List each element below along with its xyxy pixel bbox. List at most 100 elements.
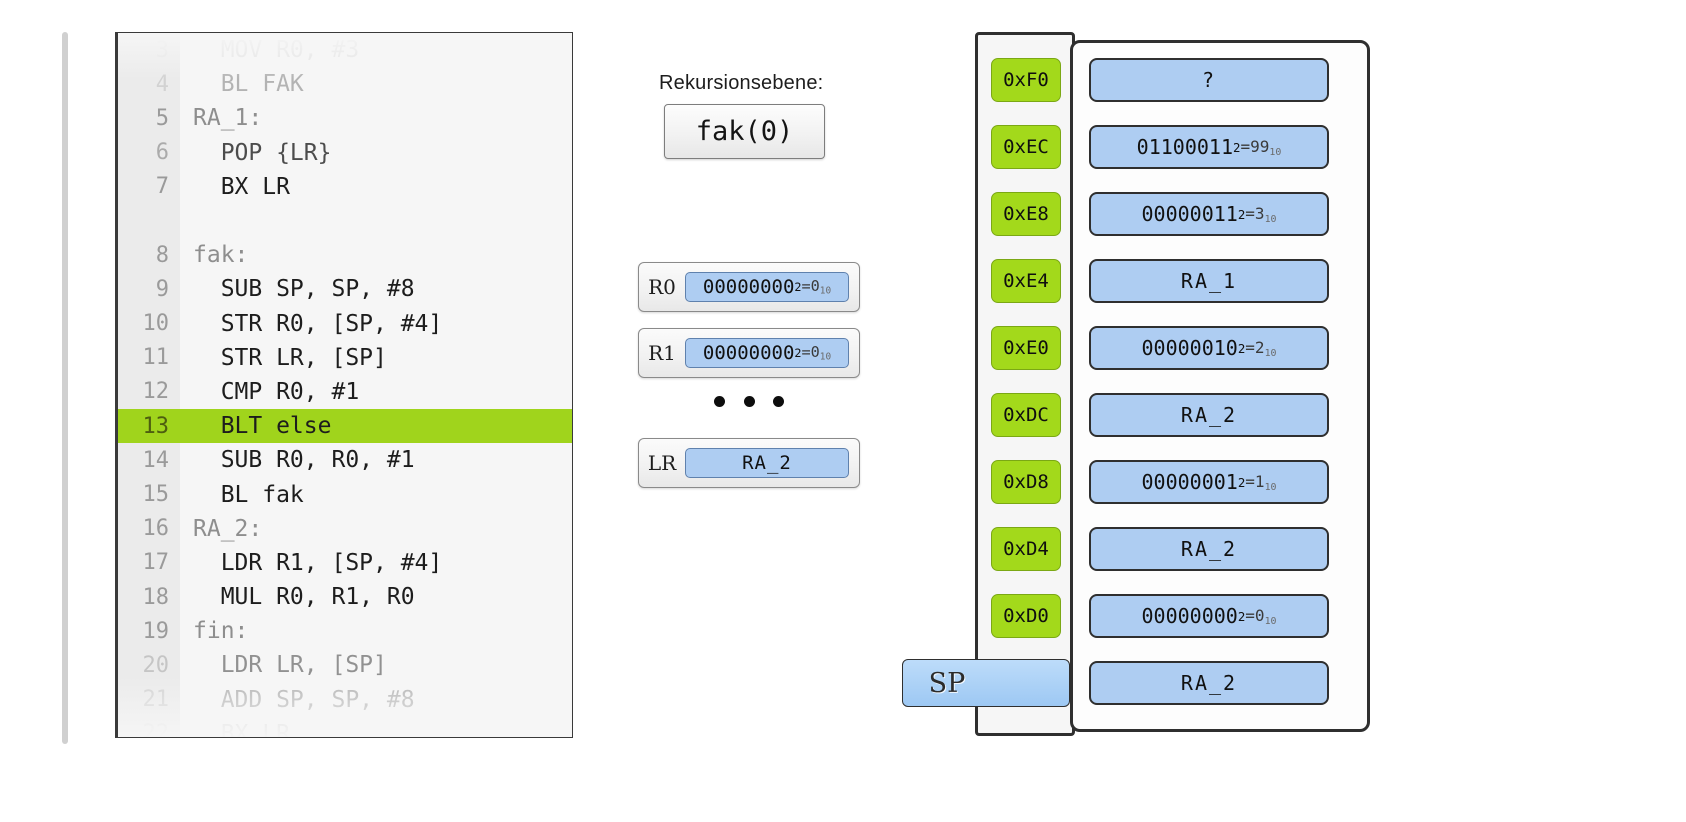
register-value-lr[interactable]: RA_2	[685, 448, 849, 478]
line-number-gutter	[118, 33, 180, 737]
memory-value-chip[interactable]: RA_2	[1089, 661, 1329, 705]
code-instruction-text: SUB SP, SP, #8	[193, 276, 415, 303]
code-line-number: 15	[142, 482, 170, 508]
code-line[interactable]: 12 CMP R0, #1	[118, 375, 572, 409]
code-line-number: 17	[142, 550, 170, 576]
code-line-number: 20	[142, 652, 170, 678]
code-instruction-text: BLT else	[193, 413, 332, 440]
code-line[interactable]: 10 STR R0, [SP, #4]	[118, 307, 572, 341]
code-line-number: 5	[155, 105, 169, 131]
code-label-text: RA_2:	[193, 515, 263, 542]
dot-icon	[714, 396, 725, 407]
code-line-number: 12	[142, 379, 170, 405]
code-line-number: 9	[155, 276, 169, 302]
code-line[interactable]: 17 LDR R1, [SP, #4]	[118, 546, 572, 580]
code-line-number: 8	[155, 242, 169, 268]
register-label-r0: R0	[648, 275, 676, 299]
code-line-number: 19	[142, 618, 170, 644]
code-instruction-text: STR R0, [SP, #4]	[193, 310, 443, 337]
code-instruction-text: CMP R0, #1	[193, 378, 360, 405]
code-line-number: 22	[142, 721, 170, 738]
code-line[interactable]: 22 BX LR	[118, 717, 572, 738]
memory-address-chip[interactable]: 0xE8	[991, 192, 1061, 236]
memory-address-chip[interactable]: 0xEC	[991, 125, 1061, 169]
code-line[interactable]: 19 fin:	[118, 614, 572, 648]
code-label-text: RA_1:	[193, 105, 263, 132]
code-line[interactable]: 8 fak:	[118, 238, 572, 272]
memory-value-chip[interactable]: RA_2	[1089, 527, 1329, 571]
register-label-r1: R1	[648, 341, 676, 365]
code-line-blank[interactable]	[118, 204, 572, 238]
code-instruction-text: BL FAK	[193, 71, 304, 98]
code-line-number: 21	[142, 687, 170, 713]
code-line[interactable]: 3 MOV R0, #3	[118, 33, 572, 67]
memory-address-chip[interactable]: 0xD0	[991, 594, 1061, 638]
code-line[interactable]: 5 RA_1:	[118, 101, 572, 135]
code-line[interactable]: 15 BL fak	[118, 477, 572, 511]
register-label-lr: LR	[647, 451, 677, 475]
memory-value-chip[interactable]: ?	[1089, 58, 1329, 102]
code-label-text: fin:	[193, 618, 249, 645]
memory-address-chip[interactable]: 0xE4	[991, 259, 1061, 303]
code-line-number: 4	[155, 71, 169, 97]
code-line-number: 14	[142, 447, 170, 473]
memory-value-chip[interactable]: RA_2	[1089, 393, 1329, 437]
left-scroll-rail[interactable]	[62, 32, 68, 744]
code-instruction-text: BL fak	[193, 481, 304, 508]
memory-address-chip[interactable]: 0xE0	[991, 326, 1061, 370]
dot-icon	[773, 396, 784, 407]
memory-address-chip[interactable]: 0xF0	[991, 58, 1061, 102]
code-line[interactable]: 18 MUL R0, R1, R0	[118, 580, 572, 614]
code-instruction-text: LDR R1, [SP, #4]	[193, 549, 443, 576]
stack-pointer-marker[interactable]: SP	[902, 659, 1070, 707]
recursion-level-label: Rekursionsebene:	[659, 72, 824, 94]
code-line-number: 3	[155, 37, 169, 63]
registers-ellipsis-icon	[714, 396, 784, 407]
code-line-number: 7	[155, 174, 169, 200]
code-line-number: 16	[142, 516, 170, 542]
code-instruction-text: MUL R0, R1, R0	[193, 584, 415, 611]
recursion-level-value[interactable]: fak(0)	[664, 104, 825, 159]
register-row-lr[interactable]: LR RA_2	[638, 438, 860, 488]
code-line[interactable]: 11 STR LR, [SP]	[118, 341, 572, 375]
code-line-number: 10	[142, 311, 170, 337]
memory-address-chip[interactable]: 0xD8	[991, 460, 1061, 504]
code-line[interactable]: 14 SUB R0, R0, #1	[118, 443, 572, 477]
code-line[interactable]: 16 RA_2:	[118, 512, 572, 546]
code-instruction-text: BX LR	[193, 720, 290, 738]
code-label-text: fak:	[193, 242, 249, 269]
code-instruction-text: MOV R0, #3	[193, 37, 360, 64]
code-line[interactable]: 13 BLT else	[118, 409, 572, 444]
code-line-number: 6	[155, 140, 169, 166]
stack-pointer-label: SP	[928, 667, 966, 699]
code-line-number: 18	[142, 584, 170, 610]
code-instruction-text: POP {LR}	[193, 139, 332, 166]
code-instruction-text: STR LR, [SP]	[193, 344, 387, 371]
memory-value-chip[interactable]: RA_1	[1089, 259, 1329, 303]
code-line[interactable]: 20 LDR LR, [SP]	[118, 648, 572, 682]
code-line[interactable]: 21 ADD SP, SP, #8	[118, 683, 572, 717]
code-line[interactable]: 9 SUB SP, SP, #8	[118, 272, 572, 306]
code-line[interactable]: 6 POP {LR}	[118, 136, 572, 170]
memory-address-chip[interactable]: 0xD4	[991, 527, 1061, 571]
code-line[interactable]: 7 BX LR	[118, 170, 572, 204]
code-instruction-text: LDR LR, [SP]	[193, 652, 387, 679]
code-instruction-text: SUB R0, R0, #1	[193, 447, 415, 474]
code-line-number: 11	[142, 345, 170, 371]
code-instruction-text: ADD SP, SP, #8	[193, 686, 415, 713]
memory-address-chip[interactable]: 0xDC	[991, 393, 1061, 437]
code-instruction-text: BX LR	[193, 173, 290, 200]
code-line[interactable]: 4 BL FAK	[118, 67, 572, 101]
